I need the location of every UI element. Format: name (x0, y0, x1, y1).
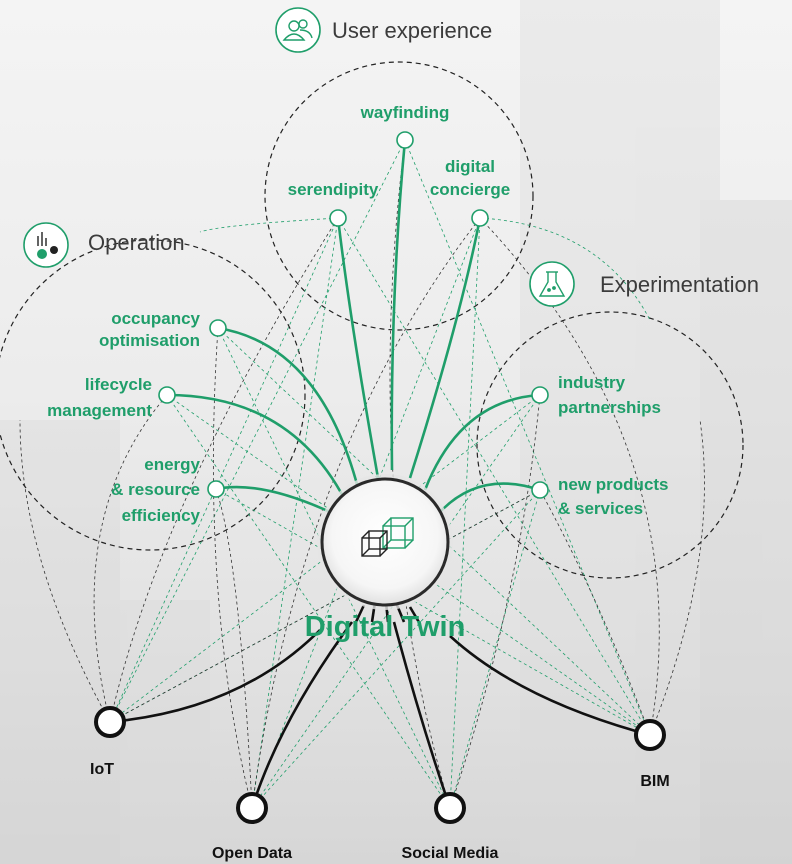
cluster-circle-operation (0, 239, 306, 551)
link-serendipity (336, 217, 380, 479)
link (212, 327, 253, 809)
label-energy: energy (144, 455, 200, 474)
link (19, 419, 111, 723)
link-energy (215, 485, 331, 514)
label-concierge: concierge (430, 180, 510, 199)
label-new-products: new products (558, 475, 669, 494)
cluster-heading-operation: Operation (23, 222, 185, 268)
hub-title: Digital Twin (305, 611, 466, 643)
cluster-circle-user-experience (264, 61, 534, 331)
link (449, 489, 541, 809)
link-digital-concierge (408, 217, 482, 479)
link (404, 139, 651, 736)
label-services: & services (558, 499, 643, 518)
cluster-circle-experimentation (476, 311, 744, 579)
node-social-media[interactable] (434, 792, 466, 824)
link-bim (449, 635, 651, 737)
link (479, 217, 660, 736)
link-wayfinding (390, 139, 407, 471)
link (389, 139, 451, 809)
link (479, 217, 651, 321)
link (215, 488, 253, 809)
node-iot[interactable] (94, 706, 126, 738)
hub-item-links (166, 139, 541, 514)
link (649, 419, 705, 736)
label-management: management (47, 401, 152, 420)
flask-icon (538, 271, 566, 297)
node-serendipity[interactable] (329, 209, 347, 227)
label-industry: industry (558, 373, 626, 392)
link (215, 488, 651, 736)
node-wayfinding[interactable] (396, 131, 414, 149)
link-social-media (392, 621, 452, 809)
cluster-heading-experimentation: Experimentation (529, 261, 759, 307)
link (199, 217, 339, 233)
cluster-title-experimentation: Experimentation (600, 272, 759, 297)
label-digital: digital (445, 157, 495, 176)
label-lifecycle: lifecycle (85, 375, 152, 394)
link (449, 217, 481, 809)
label-occupancy: occupancy (111, 309, 200, 328)
label-iot: IoT (90, 761, 114, 778)
users-icon (282, 19, 313, 41)
cluster-title-user-experience: User experience (332, 18, 492, 43)
node-occupancy[interactable] (209, 319, 227, 337)
link (337, 217, 651, 736)
label-wayfinding: wayfinding (360, 103, 450, 122)
link-iot (109, 629, 321, 724)
label-social-media: Social Media (402, 845, 499, 862)
link (539, 489, 651, 736)
label-open-data: Open Data (212, 845, 292, 862)
link (109, 139, 406, 723)
label-partnerships: partnerships (558, 398, 661, 417)
hub[interactable]: Digital Twin (305, 474, 466, 643)
label-resource: & resource (111, 480, 200, 499)
chart-gear-icon (37, 232, 58, 259)
link-new-products (439, 482, 541, 513)
link (109, 217, 339, 723)
link-lifecycle (166, 393, 347, 501)
hub-circle (320, 477, 450, 607)
cluster-title-operation: Operation (88, 230, 185, 255)
link-open-data (250, 621, 354, 809)
node-energy[interactable] (207, 480, 225, 498)
node-digital-concierge[interactable] (471, 209, 489, 227)
link-industry (423, 393, 541, 491)
cubes-icon (361, 517, 414, 557)
source-nodes (94, 706, 666, 824)
cluster-heading-user-experience: User experience (275, 7, 492, 53)
label-efficiency: efficiency (122, 506, 201, 525)
hub-source-links (109, 601, 651, 809)
flask-icon-bg (529, 261, 575, 307)
node-open-data[interactable] (236, 792, 268, 824)
label-bim: BIM (640, 773, 669, 790)
label-optimisation: optimisation (99, 331, 200, 350)
spoke (408, 606, 422, 625)
node-industry[interactable] (531, 386, 549, 404)
source-labels: IoT Open Data Social Media BIM (90, 761, 670, 862)
label-serendipity: serendipity (288, 180, 379, 199)
node-lifecycle[interactable] (158, 386, 176, 404)
item-nodes (158, 131, 549, 499)
link (449, 394, 541, 809)
item-labels: wayfinding digital concierge serendipity… (47, 103, 668, 525)
node-bim[interactable] (634, 719, 666, 751)
node-new-products[interactable] (531, 481, 549, 499)
spoke (354, 604, 366, 623)
link-occupancy (217, 326, 360, 489)
